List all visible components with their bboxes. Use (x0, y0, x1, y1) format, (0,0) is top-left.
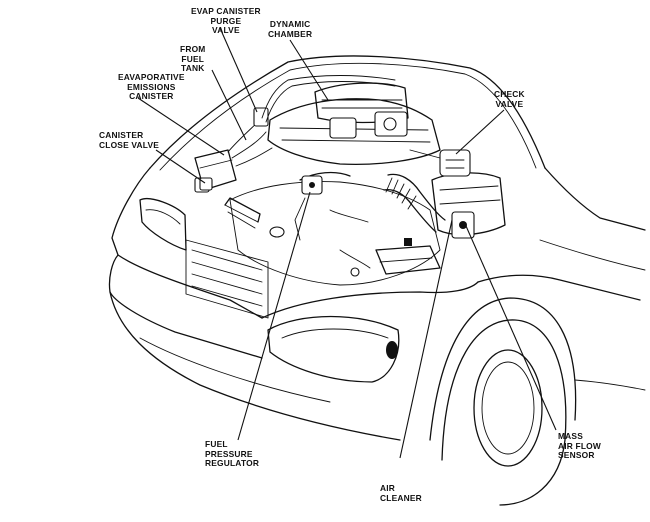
label-line: PRESSURE (205, 448, 253, 459)
wheel-hub (473, 349, 543, 467)
label-from-fuel-tank: FROM FUEL TANK (180, 44, 206, 74)
label-line: CHECK (494, 89, 525, 99)
label-line: FROM (180, 44, 206, 54)
front-tire (441, 319, 567, 506)
air-intake-hose (387, 173, 446, 221)
label-line: TANK (181, 63, 205, 74)
label-line: EMISSIONS (127, 81, 176, 92)
label-line: MASS (558, 431, 583, 441)
right-side-body (477, 274, 641, 301)
label-line: AIR (380, 483, 396, 493)
label-line: CHAMBER (268, 28, 313, 39)
label-fuel-pressure-regulator: FUEL PRESSURE REGULATOR (205, 439, 260, 469)
battery (375, 245, 441, 275)
left-headlight (139, 198, 187, 251)
label-line: EAVAPORATIVE (118, 72, 185, 82)
wheel-arch (429, 297, 577, 441)
right-headlight (267, 315, 400, 383)
label-line: CANISTER (99, 130, 144, 140)
front-bumper (109, 291, 401, 441)
label-canister-close-valve: CANISTER CLOSE VALVE (99, 130, 160, 150)
label-line: AIR FLOW (558, 440, 602, 451)
left-fender (111, 167, 263, 319)
label-evap-canister-purge-valve: EVAP CANISTER PURGE VALVE (191, 6, 261, 36)
label-line: EVAP CANISTER (191, 6, 261, 16)
label-evaporative-emissions-canister: EAVAPORATIVE EMISSIONS CANISTER (118, 72, 185, 102)
grille (185, 239, 269, 319)
engine-components (194, 75, 506, 286)
label-line: DYNAMIC (269, 19, 311, 29)
label-check-valve: CHECK VALVE (494, 89, 525, 109)
hood-panel (149, 55, 546, 169)
label-line: CANISTER (129, 91, 174, 102)
label-line: VALVE (495, 98, 524, 109)
leader-lines (137, 27, 557, 459)
car-body-outline (108, 55, 646, 506)
label-line: FUEL (205, 439, 228, 449)
label-line: FUEL (181, 53, 205, 64)
label-air-cleaner: AIR CLEANER (380, 483, 422, 503)
label-line: PURGE (210, 15, 242, 26)
label-line: CLEANER (380, 492, 422, 503)
label-line: VALVE (212, 25, 240, 36)
canister-close-valve (199, 177, 213, 191)
label-line: CLOSE VALVE (99, 139, 160, 150)
label-line: REGULATOR (205, 458, 260, 469)
label-line: SENSOR (558, 450, 595, 461)
label-mass-air-flow-sensor: MASS AIR FLOW SENSOR (558, 431, 602, 461)
label-dynamic-chamber: DYNAMIC CHAMBER (268, 19, 313, 39)
